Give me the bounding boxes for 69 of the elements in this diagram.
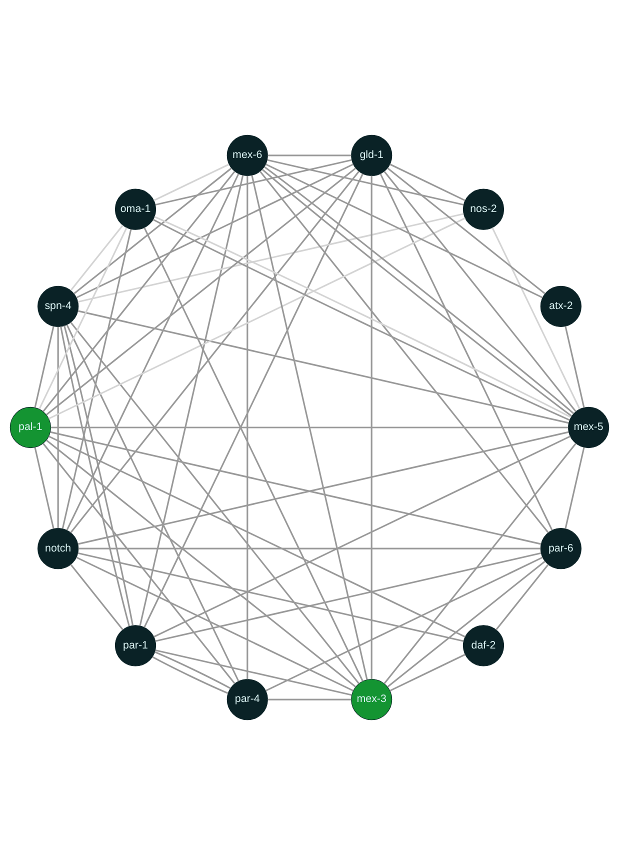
connector: [76, 556, 354, 691]
connector: [70, 563, 124, 630]
connector: [144, 226, 364, 682]
connector: [390, 163, 466, 201]
connector: [155, 552, 542, 642]
connector: [34, 326, 54, 408]
connector: [48, 216, 466, 419]
connector: [155, 158, 352, 206]
connector: [42, 442, 236, 684]
connector: [251, 174, 368, 680]
connector: [66, 172, 240, 530]
node-circle: mex-5: [568, 406, 610, 448]
node-circle: gld-1: [351, 134, 392, 176]
connector: [78, 552, 464, 642]
node-circle: notch: [38, 528, 79, 569]
node-circle: atx-2: [540, 285, 582, 326]
connector: [76, 163, 354, 298]
connector: [384, 170, 576, 412]
connector: [266, 163, 543, 298]
connector: [70, 224, 124, 290]
node-circle: mex-3: [351, 678, 392, 720]
node-circle: mex-6: [226, 134, 268, 176]
connector: [46, 167, 356, 415]
connector: [387, 167, 546, 294]
connector: [152, 656, 228, 694]
connector: [268, 698, 352, 700]
connector: [74, 167, 232, 294]
connector: [492, 226, 580, 409]
connector: [70, 321, 360, 684]
connector: [268, 154, 352, 156]
connector: [139, 174, 244, 626]
connector: [153, 163, 230, 201]
node-circle: daf-2: [462, 624, 504, 666]
connector: [370, 175, 372, 679]
connector: [155, 648, 352, 696]
connector: [267, 158, 464, 206]
node-circle: pal-1: [10, 406, 52, 448]
node-circle: par-1: [114, 624, 156, 666]
connector: [78, 310, 569, 424]
node-circle: par-4: [226, 678, 268, 720]
connector: [78, 547, 541, 549]
connector: [48, 435, 466, 638]
connector: [46, 439, 356, 687]
node-circle: oma-1: [114, 188, 156, 230]
connector: [390, 653, 466, 691]
connector: [380, 172, 553, 530]
node-circle: par-6: [540, 528, 582, 569]
connector: [50, 426, 568, 428]
connector: [153, 435, 571, 638]
connector: [70, 170, 360, 533]
connector: [266, 556, 543, 691]
connector: [154, 650, 231, 689]
node-circle: nos-2: [462, 188, 504, 230]
connector: [496, 564, 549, 630]
connector: [564, 326, 585, 408]
node-circle: spn-4: [38, 285, 79, 326]
connector: [387, 560, 546, 687]
connector: [38, 226, 128, 409]
connector: [66, 324, 240, 682]
connector: [246, 175, 248, 679]
connector: [34, 446, 54, 528]
connector: [259, 170, 549, 533]
connector: [62, 228, 132, 528]
connector: [42, 170, 236, 412]
connector: [57, 326, 59, 528]
connector: [384, 442, 576, 684]
connector: [564, 446, 585, 528]
connector: [78, 212, 464, 302]
connector: [144, 173, 364, 628]
